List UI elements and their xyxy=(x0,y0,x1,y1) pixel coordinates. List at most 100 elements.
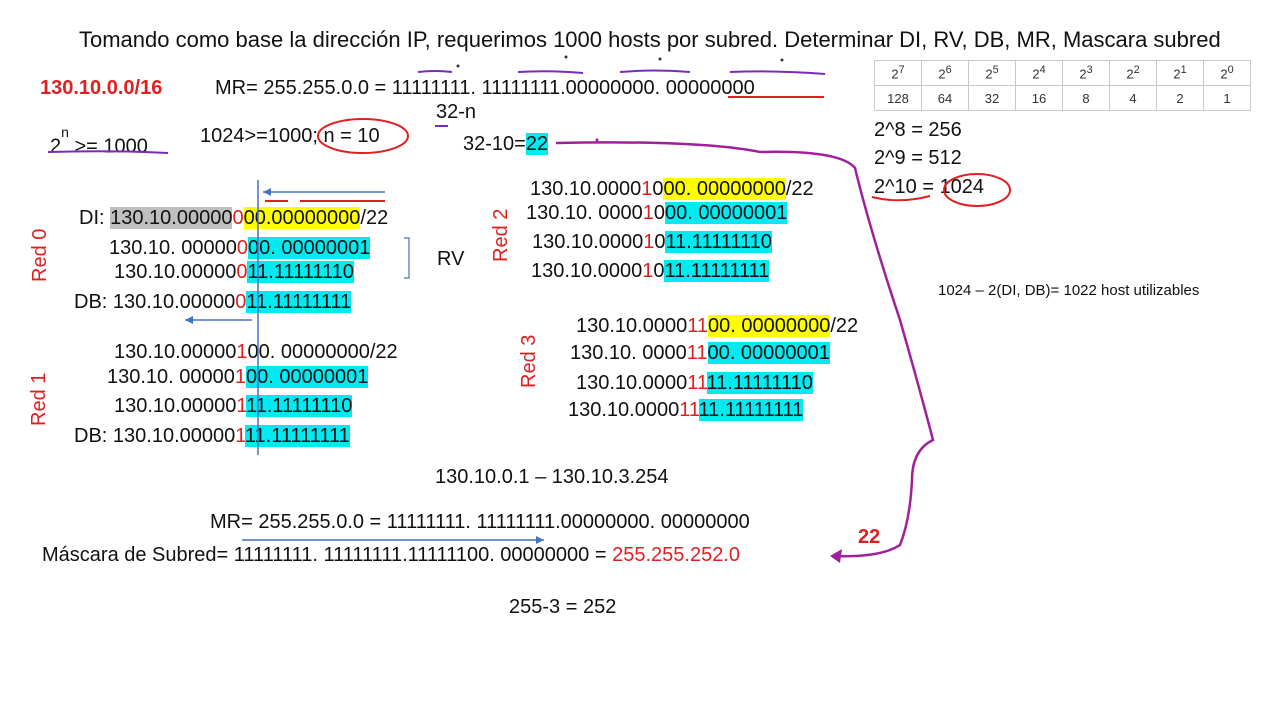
power-2-9: 2^9 = 512 xyxy=(874,147,962,169)
red2-l3-b: 0 xyxy=(654,231,666,253)
pow-cell: 26 xyxy=(921,60,969,86)
pow-value: 128 xyxy=(874,85,922,111)
pow-cell: 20 xyxy=(1203,60,1251,86)
red3-l3-a: 130.10.0000 xyxy=(576,372,688,394)
pow-value: 16 xyxy=(1015,85,1063,111)
red1-l4-host: 11.11111111 xyxy=(244,425,350,447)
red1-line1: 130.10.00000100. 00000000/22 xyxy=(114,340,398,364)
red2-l4-bit: 1 xyxy=(642,260,654,282)
power-2-10-a: 2^10 xyxy=(874,176,917,198)
red0-rv2-bit: 0 xyxy=(236,261,248,283)
calc-1024: 1024>=1000; n = 10 xyxy=(200,124,380,148)
red3-l4-host: 11.11111111 xyxy=(698,399,804,421)
red1-line2: 130.10. 00000100. 00000001 xyxy=(107,365,369,389)
mr-bottom: MR= 255.255.0.0 = 11111111. 11111111.000… xyxy=(210,511,750,533)
red2-l2-a: 130.10. 0000 xyxy=(526,202,643,224)
red2-l4-host: 11.11111111 xyxy=(664,260,770,282)
red3-l1-suffix: /22 xyxy=(830,315,859,337)
calc-1024-b: n = 10 xyxy=(323,125,380,147)
subnet-mask-label: Máscara de Subred= 11111111. 11111111.11… xyxy=(42,544,613,566)
red0-rv-first: 130.10. 00000000. 00000001 xyxy=(109,236,371,260)
pow-value: 1 xyxy=(1203,85,1251,111)
red0-label: Red 0 xyxy=(29,228,51,282)
red1-l2-host: 00. 00000001 xyxy=(246,366,369,388)
red1-l1-bit: 1 xyxy=(236,341,248,363)
red2-line1: 130.10.00001000. 00000000/22 xyxy=(530,177,814,201)
mr-net-bits: MR= 255.255.0.0 = 11111111. 11111111.000… xyxy=(215,77,661,99)
power-2-10-b: = xyxy=(916,176,940,198)
power-2-8: 2^8 = 256 xyxy=(874,119,962,141)
red0-di-prefix: DI: xyxy=(79,207,111,229)
red2-l3-host: 11.11111110 xyxy=(665,231,772,253)
pow-value: 4 xyxy=(1109,85,1157,111)
blue-arrowhead xyxy=(185,316,193,324)
dot xyxy=(780,58,784,62)
red2-l1-b: 0 xyxy=(652,178,664,200)
dot xyxy=(564,55,568,59)
red2-l1-host: 00. 00000000 xyxy=(663,178,786,200)
red3-l3-bits: 11 xyxy=(687,372,707,394)
red0-db-host: 11.11111111 xyxy=(246,291,352,313)
power-2-10: 2^10 = 1024 xyxy=(874,175,984,199)
pow-cell: 25 xyxy=(968,60,1016,86)
network-address: 130.10.0.0/16 xyxy=(40,77,163,99)
pow-cell: 23 xyxy=(1062,60,1110,86)
red0-di-host: 00.00000000 xyxy=(243,207,361,229)
red1-l3-host: 11.11111110 xyxy=(245,395,353,417)
red2-l1-a: 130.10.0000 xyxy=(530,178,642,200)
red3-l1-host: 00. 00000000 xyxy=(708,315,831,337)
red1-label: Red 1 xyxy=(28,372,50,426)
red2-l4-a: 130.10.0000 xyxy=(531,260,643,282)
red0-rv1-host: 00. 00000001 xyxy=(248,237,371,259)
pow-cell: 22 xyxy=(1109,60,1157,86)
dot xyxy=(658,57,662,61)
red3-line2: 130.10. 00001100. 00000001 xyxy=(570,341,830,365)
red3-label: Red 3 xyxy=(518,334,540,388)
powers-table: 27 26 25 24 23 22 21 20 128 64 32 16 8 4… xyxy=(874,60,1251,111)
pow-value: 2 xyxy=(1156,85,1204,111)
red3-l4-a: 130.10.0000 xyxy=(568,399,680,421)
red2-l2-host: 00. 00000001 xyxy=(665,202,788,224)
red2-l2-b: 0 xyxy=(653,202,666,224)
n-inequality: >= 1000 xyxy=(68,135,148,158)
red3-l1-a: 130.10.0000 xyxy=(576,315,688,337)
purple-underline xyxy=(517,70,584,74)
n-base: 2 xyxy=(50,135,62,158)
red2-line2: 130.10. 00001000. 00000001 xyxy=(526,201,788,225)
dot xyxy=(595,138,599,142)
red0-rv2-net: 130.10.00000 xyxy=(114,261,237,283)
rv-brace xyxy=(404,237,410,279)
n-exponent: n xyxy=(61,124,69,140)
annot-22: 22 xyxy=(858,526,881,548)
pow-cell: 21 xyxy=(1156,60,1204,86)
red2-l3-bit: 1 xyxy=(643,231,655,253)
red0-di: DI: 130.10.00000000.00000000/22 xyxy=(79,206,388,230)
pow-cell: 24 xyxy=(1015,60,1063,86)
red3-line3: 130.10.00001111.11111110 xyxy=(576,371,813,395)
calc-22-a: 32-10= xyxy=(463,133,526,155)
n-formula: 2n >= 1000 xyxy=(50,124,148,159)
red2-l4-b: 0 xyxy=(653,260,665,282)
red3-l2-bits: 11 xyxy=(686,342,708,364)
red2-l3-a: 130.10.0000 xyxy=(532,231,644,253)
pow-value: 64 xyxy=(921,85,969,111)
red1-l2-net: 130.10. 00000 xyxy=(107,366,235,388)
power-2-10-c: 1024 xyxy=(939,176,985,198)
calc-252: 255-3 = 252 xyxy=(509,596,617,618)
red1-l1-net: 130.10.00000 xyxy=(114,341,237,363)
red0-rv1-net: 130.10. 00000 xyxy=(109,237,237,259)
red1-l1-host: 00. 00000000/22 xyxy=(247,341,398,363)
red0-di-bit: 0 xyxy=(232,207,244,229)
red2-l2-bit: 1 xyxy=(642,202,654,224)
red1-l2-bit: 1 xyxy=(234,366,247,388)
pow-cell: 27 xyxy=(874,60,922,86)
red3-l3-host: 11.11111110 xyxy=(706,372,813,394)
calc-1024-a: 1024>=1000; xyxy=(200,125,318,147)
powers-row-exp: 27 26 25 24 23 22 21 20 xyxy=(874,60,1251,86)
red2-l1-suffix: /22 xyxy=(785,178,814,200)
purple-arrowhead xyxy=(830,549,842,563)
red1-l3-bit: 1 xyxy=(236,395,246,417)
red0-db-bit: 0 xyxy=(235,291,247,313)
red2-line3: 130.10.00001011.11111110 xyxy=(532,230,772,254)
red3-line4: 130.10.00001111.11111111 xyxy=(568,398,804,422)
